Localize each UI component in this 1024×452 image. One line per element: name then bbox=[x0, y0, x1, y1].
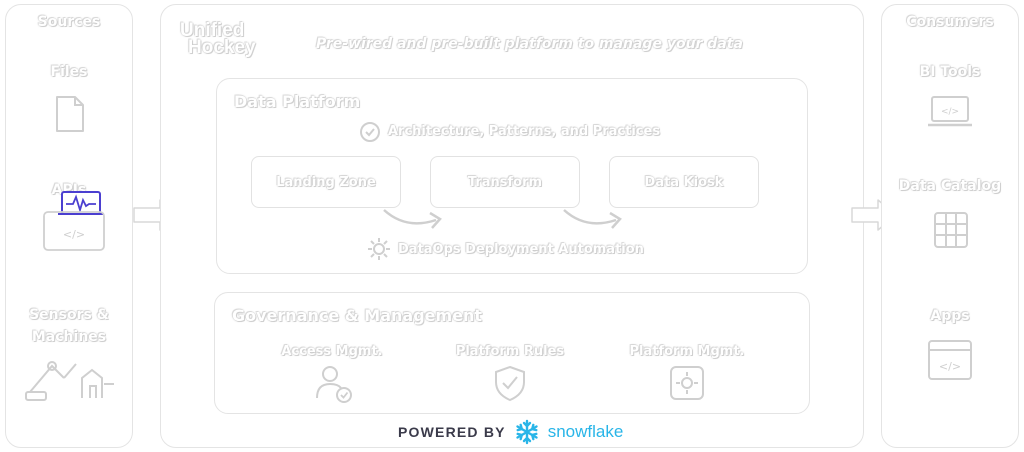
consumers-panel bbox=[881, 4, 1019, 448]
source-label-machines: Sensors & Machines bbox=[29, 307, 109, 345]
svg-text:</>: </> bbox=[941, 107, 959, 117]
logo-line-1: Unified bbox=[180, 20, 245, 41]
consumer-label-bi-tools: BI Tools bbox=[919, 64, 981, 80]
laptop-chart-icon: </> bbox=[928, 96, 972, 127]
sources-title: Sources bbox=[37, 14, 101, 30]
svg-text:</>: </> bbox=[63, 228, 85, 241]
user-lock-icon bbox=[316, 366, 352, 403]
governance-label-access: Access Mgmt. bbox=[281, 344, 383, 359]
platform-tagline: Pre-wired and pre-built platform to mana… bbox=[316, 36, 743, 52]
architecture-label: Architecture, Patterns, and Practices bbox=[388, 124, 661, 139]
curved-arrow-icon bbox=[383, 209, 442, 229]
powered-by-badge: POWERED BY snowflake bbox=[398, 418, 623, 446]
devops-label: DataOps Deployment Automation bbox=[398, 242, 644, 257]
machines-icon bbox=[25, 361, 114, 401]
snowflake-brand-text: snowflake bbox=[547, 422, 624, 441]
governance-label-platform: Platform Mgmt. bbox=[629, 344, 745, 359]
file-icon bbox=[56, 96, 84, 132]
api-icon: </> bbox=[43, 191, 105, 251]
gear-icon bbox=[670, 366, 704, 400]
curved-arrow-icon bbox=[563, 209, 622, 229]
platform-logo: Unified Hockey bbox=[180, 20, 256, 58]
data-platform-title: Data Platform bbox=[234, 92, 361, 111]
source-label-files: Files bbox=[50, 64, 88, 80]
governance-title: Governance & Management bbox=[232, 306, 483, 325]
stage-data-kiosk: Data Kiosk bbox=[609, 156, 759, 208]
shield-check-icon bbox=[495, 365, 525, 402]
governance-section bbox=[214, 292, 810, 414]
powered-by-label: POWERED BY bbox=[398, 424, 506, 440]
sources-panel bbox=[5, 4, 133, 448]
devops-gear-icon bbox=[368, 238, 390, 260]
consumer-label-apps: Apps bbox=[930, 308, 970, 324]
stage-landing-zone: Landing Zone bbox=[251, 156, 401, 208]
consumers-title: Consumers bbox=[906, 14, 994, 30]
logo-line-2: Hockey bbox=[188, 37, 256, 58]
architecture-icon bbox=[360, 122, 380, 142]
snowflake-logo-icon bbox=[515, 419, 538, 445]
app-window-icon: </> bbox=[928, 340, 972, 380]
governance-label-rules: Platform Rules bbox=[455, 344, 565, 359]
consumer-label-catalog: Data Catalog bbox=[898, 178, 1002, 194]
svg-text:</>: </> bbox=[939, 360, 961, 373]
catalog-icon bbox=[934, 212, 968, 248]
stage-transform: Transform bbox=[430, 156, 580, 208]
